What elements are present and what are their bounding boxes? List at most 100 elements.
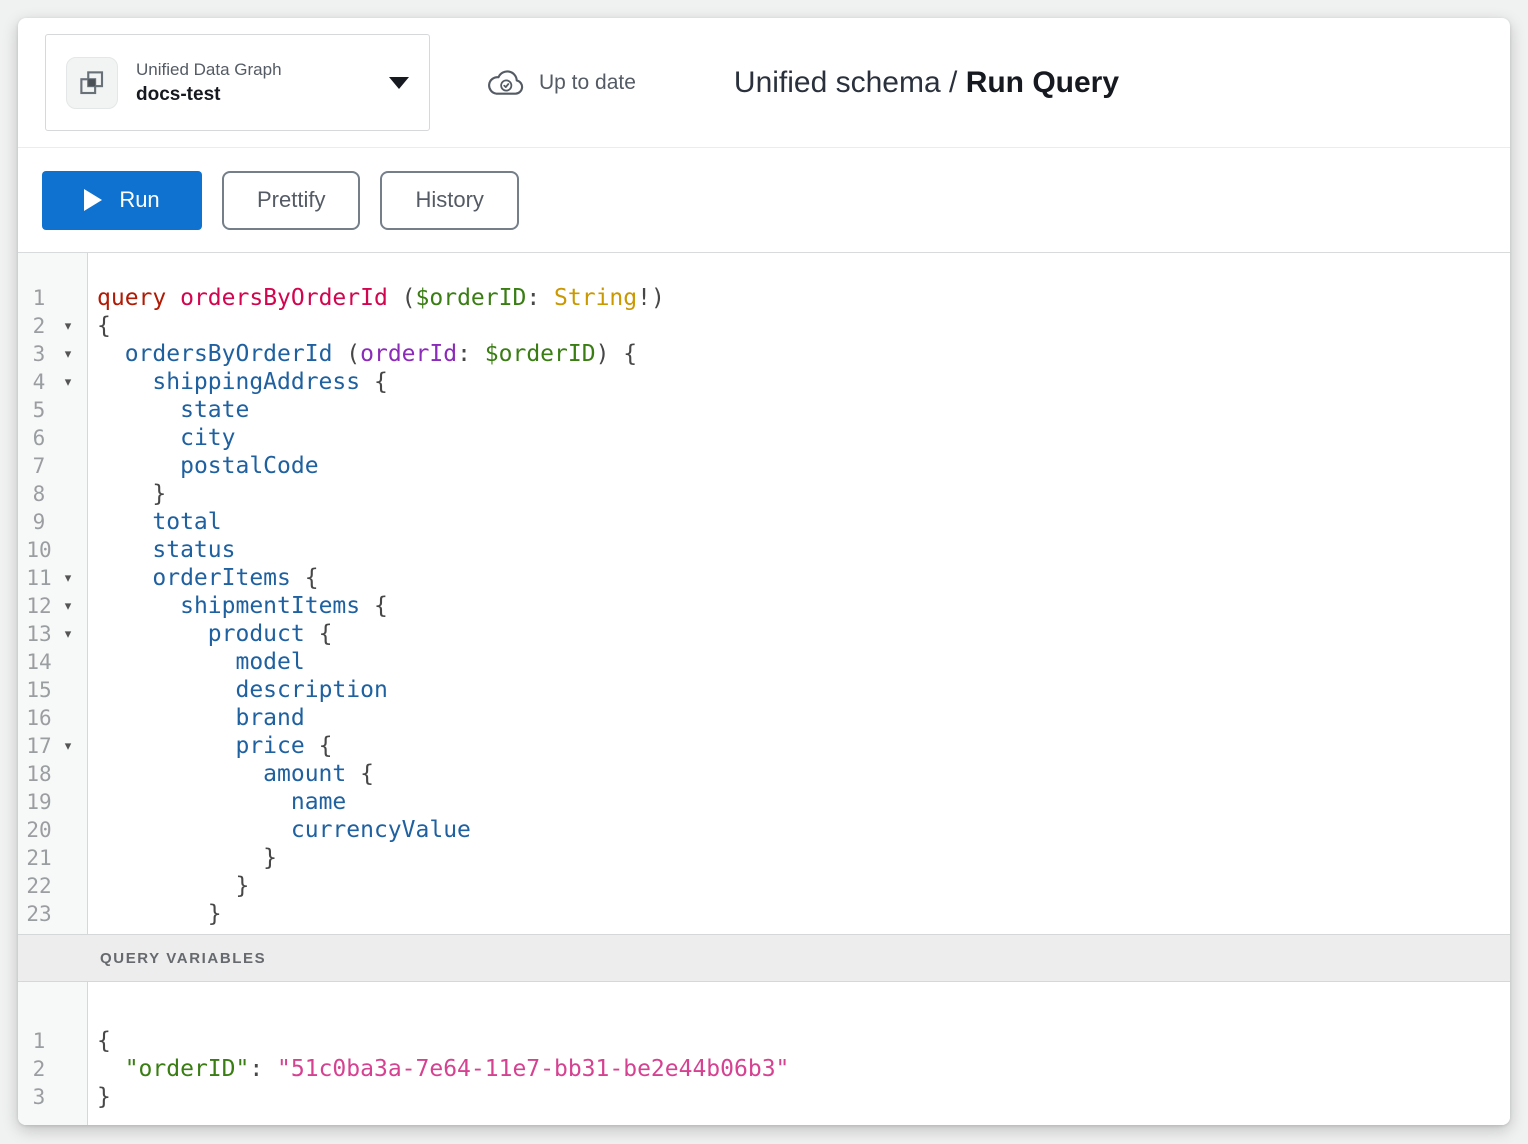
run-button[interactable]: Run xyxy=(42,170,202,230)
gutter-line: 20 xyxy=(18,816,87,844)
line-number: 2 xyxy=(32,1057,46,1081)
code-line[interactable]: price { xyxy=(235,733,333,759)
line-number: 21 xyxy=(26,846,52,870)
line-number: 19 xyxy=(26,790,52,814)
gutter-line: 4▾ xyxy=(18,368,87,396)
code-line[interactable]: product { xyxy=(207,621,333,647)
code-line[interactable]: amount { xyxy=(263,761,374,787)
gutter-line: 3 xyxy=(18,1083,87,1111)
query-editor-code[interactable]: query ordersByOrderId ($orderID: String!… xyxy=(88,253,1510,934)
line-number: 14 xyxy=(26,650,52,674)
code-line[interactable]: } xyxy=(97,1084,111,1110)
gutter-line: 2 xyxy=(18,1055,87,1083)
caret-down-icon xyxy=(389,76,409,89)
code-line[interactable]: city xyxy=(180,425,236,451)
code-line[interactable]: shipmentItems { xyxy=(180,593,388,619)
unified-data-graph-icon xyxy=(80,70,104,94)
line-number: 20 xyxy=(26,818,52,842)
fold-arrow-icon[interactable]: ▾ xyxy=(64,570,72,585)
gutter-line: 11▾ xyxy=(18,564,87,592)
gutter-line: 17▾ xyxy=(18,732,87,760)
gutter-line: 6 xyxy=(18,424,87,452)
code-line[interactable]: } xyxy=(263,845,278,871)
gutter-line: 8 xyxy=(18,480,87,508)
gutter-line: 16 xyxy=(18,704,87,732)
line-number: 9 xyxy=(32,510,46,534)
code-line[interactable]: status xyxy=(152,537,236,563)
page-title: Unified schema / Run Query xyxy=(734,66,1119,100)
graph-selector-dropdown[interactable]: Unified Data Graph docs-test xyxy=(45,34,430,131)
query-variables-title: QUERY VARIABLES xyxy=(100,949,267,967)
gutter-line: 1 xyxy=(18,1027,87,1055)
line-number: 18 xyxy=(26,762,52,786)
code-line[interactable]: } xyxy=(235,873,250,899)
code-line[interactable]: state xyxy=(180,397,250,423)
gutter-line: 21 xyxy=(18,844,87,872)
line-number: 8 xyxy=(32,482,46,506)
code-line[interactable]: { xyxy=(97,313,111,339)
title-separator: / xyxy=(940,65,966,99)
gutter-line: 23 xyxy=(18,900,87,928)
gutter-line: 22 xyxy=(18,872,87,900)
sync-status-label: Up to date xyxy=(539,70,636,94)
line-number: 16 xyxy=(26,706,52,730)
graph-icon-box xyxy=(66,56,118,109)
gutter-line: 14 xyxy=(18,648,87,676)
variables-editor-gutter: 1 2 3 xyxy=(18,982,88,1125)
fold-arrow-icon[interactable]: ▾ xyxy=(64,346,72,361)
code-line[interactable]: } xyxy=(207,901,222,927)
run-button-label: Run xyxy=(119,187,160,212)
query-variables-header: QUERY VARIABLES xyxy=(18,934,1510,982)
gutter-line: 15 xyxy=(18,676,87,704)
code-line[interactable]: orderItems { xyxy=(152,565,319,591)
variables-editor[interactable]: 1 2 3 { "orderID": "51c0ba3a-7e64-11e7-bb3… xyxy=(18,982,1510,1125)
line-number: 7 xyxy=(32,454,46,478)
line-number: 2 xyxy=(32,314,46,338)
line-number: 6 xyxy=(32,426,46,450)
code-line[interactable]: ordersByOrderId (orderId: $orderID) { xyxy=(124,341,638,367)
fold-arrow-icon[interactable]: ▾ xyxy=(64,598,72,613)
line-number: 3 xyxy=(32,342,46,366)
line-number: 3 xyxy=(32,1085,46,1109)
line-number: 12 xyxy=(26,594,52,618)
code-line[interactable]: model xyxy=(235,649,305,675)
graph-name: docs-test xyxy=(136,83,221,105)
code-line[interactable]: brand xyxy=(235,705,305,731)
query-toolbar: Run Prettify History xyxy=(18,148,1510,253)
code-line[interactable]: "orderID": "51c0ba3a-7e64-11e7-bb31-be2e… xyxy=(124,1056,790,1082)
graph-type-label: Unified Data Graph xyxy=(136,59,282,79)
code-line[interactable]: } xyxy=(152,481,167,507)
variables-editor-code[interactable]: { "orderID": "51c0ba3a-7e64-11e7-bb31-be… xyxy=(88,982,1510,1125)
code-line[interactable]: query ordersByOrderId ($orderID: String!… xyxy=(97,285,665,311)
gutter-line: 13▾ xyxy=(18,620,87,648)
title-page: Run Query xyxy=(965,65,1120,99)
fold-arrow-icon[interactable]: ▾ xyxy=(64,738,72,753)
line-number: 4 xyxy=(32,370,46,394)
code-line[interactable]: currencyValue xyxy=(290,817,471,843)
gutter-line: 9 xyxy=(18,508,87,536)
line-number: 1 xyxy=(32,286,46,310)
fold-arrow-icon[interactable]: ▾ xyxy=(64,374,72,389)
line-number: 1 xyxy=(32,1029,46,1053)
code-line[interactable]: description xyxy=(235,677,388,703)
code-line[interactable]: { xyxy=(97,1028,111,1054)
gutter-line: 7 xyxy=(18,452,87,480)
code-line[interactable]: name xyxy=(290,789,347,815)
code-line[interactable]: shippingAddress { xyxy=(152,369,388,395)
sync-status: Up to date xyxy=(486,68,636,98)
prettify-button[interactable]: Prettify xyxy=(222,170,361,230)
gutter-line: 10 xyxy=(18,536,87,564)
app-header: Unified Data Graph docs-test Up to date … xyxy=(18,18,1510,148)
code-line[interactable]: total xyxy=(152,509,222,535)
fold-arrow-icon[interactable]: ▾ xyxy=(64,318,72,333)
cloud-check-icon xyxy=(488,69,524,95)
fold-arrow-icon[interactable]: ▾ xyxy=(64,626,72,641)
code-line[interactable]: postalCode xyxy=(180,453,319,479)
history-button[interactable]: History xyxy=(380,170,519,230)
line-number: 10 xyxy=(26,538,52,562)
play-icon xyxy=(84,189,103,211)
graph-selector-text: Unified Data Graph docs-test xyxy=(136,60,282,106)
line-number: 5 xyxy=(32,398,46,422)
